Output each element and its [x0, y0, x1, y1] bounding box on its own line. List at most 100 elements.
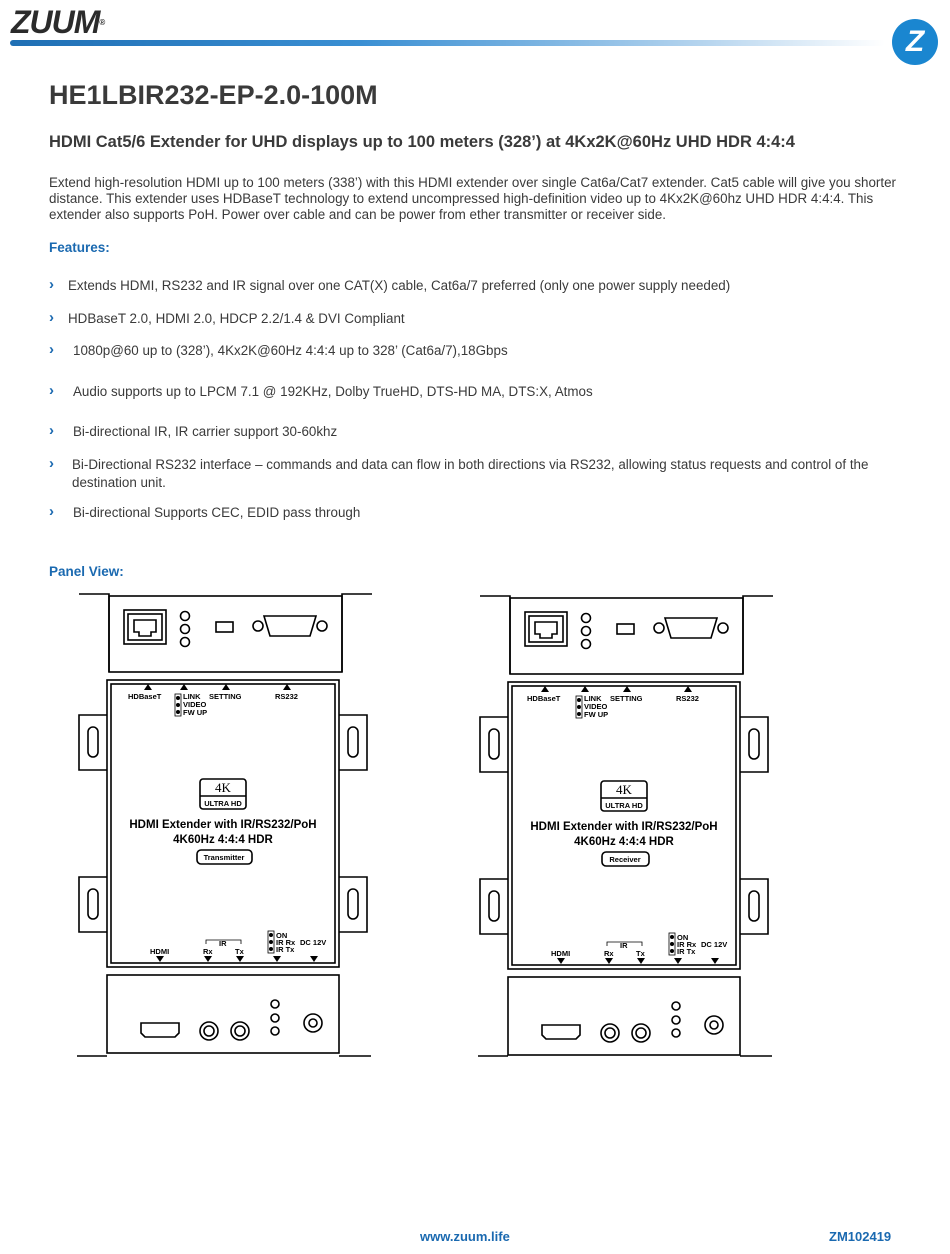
features-heading: Features: [49, 240, 110, 255]
label-fw-up: FW UP [183, 708, 207, 717]
rj45-port-icon [524, 611, 568, 647]
top-end-panel [509, 597, 744, 675]
label-ir-rx: IR Rx [276, 938, 296, 947]
feature-item: ›Bi-directional Supports CEC, EDID pass … [49, 503, 361, 520]
label-ir: IR [219, 939, 227, 948]
feature-item: ›1080p@60 up to (328’), 4Kx2K@60Hz 4:4:4… [49, 341, 508, 358]
label-on: ON [677, 933, 688, 942]
dc-power-jack-icon [704, 1015, 724, 1035]
label-ir-tx: IR Tx [276, 945, 295, 954]
led-icon [179, 610, 191, 622]
footer-website-link[interactable]: www.zuum.life [420, 1229, 510, 1244]
label-role-receiver: Receiver [609, 855, 640, 864]
panel-view-heading: Panel View: [49, 564, 124, 579]
label-rs232: RS232 [676, 694, 699, 703]
label-4k: 4K [215, 780, 232, 795]
mount-slot-icon [748, 728, 760, 760]
chevron-right-icon: › [49, 309, 54, 326]
chevron-right-icon: › [49, 422, 54, 439]
led-icon [179, 636, 191, 648]
dip-switch-icon [215, 621, 234, 633]
label-hdmi: HDMI [551, 949, 570, 958]
z-badge-icon: Z [892, 19, 938, 65]
label-dc12v: DC 12V [300, 938, 326, 947]
label-product-line1: HDMI Extender with IR/RS232/PoH [129, 819, 316, 831]
dip-switch-icon [616, 623, 635, 635]
mount-slot-icon [748, 890, 760, 922]
product-model-title: HE1LBIR232-EP-2.0-100M [49, 80, 378, 110]
ir-rx-jack-icon [199, 1021, 219, 1041]
ir-rx-jack-icon [600, 1023, 620, 1043]
role-badge [196, 849, 253, 865]
main-body [106, 679, 340, 968]
product-description: Extend high-resolution HDMI up to 100 me… [49, 175, 896, 222]
product-subtitle: HDMI Cat5/6 Extender for UHD displays up… [49, 133, 795, 151]
label-4k: 4K [616, 782, 633, 797]
receiver-panel-diagram: HDBaseT LINK VIDEO FW UP SETTING RS232 4… [478, 595, 773, 1057]
label-hdbaset: HDBaseT [527, 694, 561, 703]
mount-slot-icon [488, 728, 500, 760]
transmitter-panel-diagram: HDBaseT LINK VIDEO FW UP SETTING RS232 4… [77, 593, 372, 1057]
4k-ultra-hd-badge [600, 780, 648, 812]
mount-slot-icon [347, 888, 359, 920]
footer-document-code: ZM102419 [829, 1229, 892, 1244]
zuum-logo: ZUUM® [11, 4, 105, 41]
ir-tx-jack-icon [230, 1021, 250, 1041]
label-video: VIDEO [183, 700, 207, 709]
label-tx: Tx [636, 949, 646, 958]
chevron-right-icon: › [49, 382, 54, 399]
label-rx: Rx [604, 949, 614, 958]
led-icon [580, 625, 592, 637]
registered-mark: ® [99, 18, 105, 27]
led-icon [270, 999, 280, 1009]
feature-item: ›Extends HDMI, RS232 and IR signal over … [49, 276, 731, 293]
label-video: VIDEO [584, 702, 608, 711]
label-rx: Rx [203, 947, 213, 956]
ir-tx-jack-icon [631, 1023, 651, 1043]
header-gradient-bar [10, 40, 885, 46]
label-product-line1: HDMI Extender with IR/RS232/PoH [530, 821, 717, 833]
role-badge [601, 851, 650, 867]
mount-slot-icon [347, 726, 359, 758]
led-icon [671, 1015, 681, 1025]
led-icon [179, 623, 191, 635]
bottom-end-panel [507, 976, 741, 1056]
label-product-line2: 4K60Hz 4:4:4 HDR [574, 836, 674, 848]
chevron-right-icon: › [49, 455, 54, 472]
label-link: LINK [584, 694, 602, 703]
hdmi-port-icon [541, 1024, 581, 1040]
label-ir: IR [620, 941, 628, 950]
label-setting: SETTING [209, 692, 242, 701]
4k-ultra-hd-badge [199, 778, 247, 810]
logo-text: ZUUM [11, 4, 100, 40]
label-ir-tx: IR Tx [677, 947, 696, 956]
label-role-transmitter: Transmitter [204, 853, 245, 862]
label-link: LINK [183, 692, 201, 701]
db9-port-icon [653, 617, 729, 639]
dc-power-jack-icon [303, 1013, 323, 1033]
feature-item: ›HDBaseT 2.0, HDMI 2.0, HDCP 2.2/1.4 & D… [49, 309, 405, 326]
main-body [507, 681, 741, 970]
label-ir-rx: IR Rx [677, 940, 697, 949]
label-dc12v: DC 12V [701, 940, 727, 949]
chevron-right-icon: › [49, 341, 54, 358]
label-ultra-hd: ULTRA HD [204, 799, 242, 808]
mount-slot-icon [488, 890, 500, 922]
label-rs232: RS232 [275, 692, 298, 701]
chevron-right-icon: › [49, 276, 54, 293]
label-tx: Tx [235, 947, 245, 956]
hdmi-port-icon [140, 1022, 180, 1038]
top-end-panel [108, 595, 343, 673]
led-icon [580, 612, 592, 624]
feature-item: ›Bi-Directional RS232 interface – comman… [49, 455, 869, 490]
bottom-end-panel [106, 974, 340, 1054]
label-product-line2: 4K60Hz 4:4:4 HDR [173, 834, 273, 846]
mount-slot-icon [87, 726, 99, 758]
led-icon [671, 1028, 681, 1038]
label-hdbaset: HDBaseT [128, 692, 162, 701]
label-setting: SETTING [610, 694, 643, 703]
feature-item: ›Audio supports up to LPCM 7.1 @ 192KHz,… [49, 382, 593, 399]
led-icon [270, 1013, 280, 1023]
mount-slot-icon [87, 888, 99, 920]
label-fw-up: FW UP [584, 710, 608, 719]
